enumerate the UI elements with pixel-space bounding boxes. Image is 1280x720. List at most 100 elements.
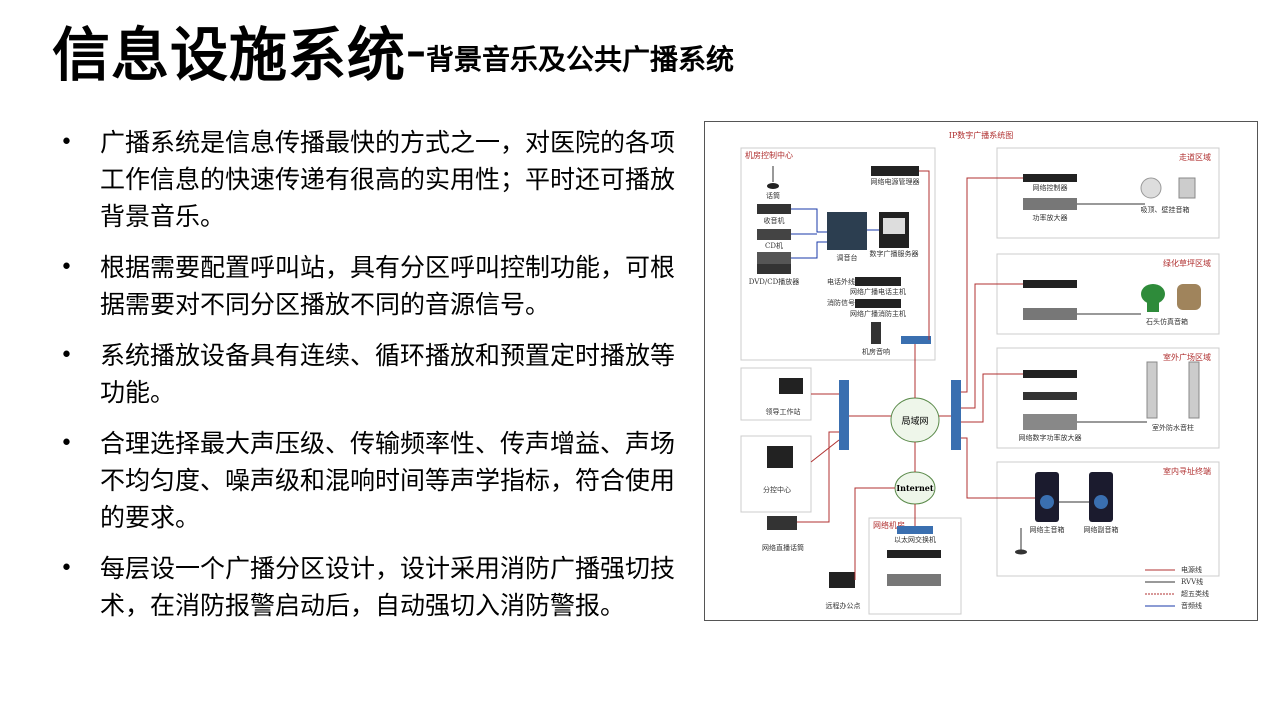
bullet-text: 根据需要配置呼叫站，具有分区呼叫控制功能，可根据需要对不同分区播放不同的音源信号… — [100, 253, 676, 319]
ip-broadcast-diagram: IP数字广播系统图 机房控制中心 话筒 收音机 CD机 卡座 DVD/CD播放器… — [704, 121, 1258, 621]
wire-power — [919, 170, 930, 340]
bullet-item: • 每层设一个广播分区设计，设计采用消防广播强切技术，在消防报警启动后，自动强切入… — [58, 550, 698, 624]
server-screen — [883, 218, 905, 234]
bullet-item: • 根据需要配置呼叫站，具有分区呼叫控制功能，可根据需要对不同分区播放不同的音源信… — [58, 249, 698, 323]
column-speaker-icon — [1146, 361, 1158, 419]
page-mic-icon — [767, 516, 797, 530]
left-switch-icon — [839, 380, 849, 450]
mixer-icon — [827, 212, 867, 250]
lbl-amp1: 功率放大器 — [1033, 213, 1068, 222]
zone-remote-label: 网络机房 — [873, 520, 905, 530]
title-dash: – — [406, 29, 427, 75]
zone-corridor-label: 走道区域 — [1179, 152, 1211, 162]
bullet-dot-icon: • — [60, 130, 73, 155]
tuner-icon — [757, 204, 791, 214]
bullet-item: •系统播放设备具有连续、循环播放和预置定时播放等功能。 — [58, 337, 698, 411]
wire-cat5 — [854, 487, 895, 580]
lbl-sub-center: 分控中心 — [763, 485, 791, 494]
legend-label: RVV线 — [1181, 577, 1203, 586]
lbl-column: 室外防水音柱 — [1152, 423, 1194, 432]
slide-title: 信息设施系统–背景音乐及公共广播系统 — [52, 8, 734, 92]
indoor-mic-icon — [1015, 549, 1027, 555]
amp4-icon — [887, 574, 941, 586]
bullet-item: • 广播系统是信息传播最快的方式之一，对医院的各项工作信息的快速传递有很高的实用性… — [58, 124, 698, 235]
lbl-dvd: DVD/CD播放器 — [749, 277, 799, 286]
mushroom-speaker-icon — [1141, 284, 1165, 304]
ctrl3-icon — [1023, 370, 1077, 378]
column-speaker-icon — [1188, 361, 1200, 419]
diagram-canvas: IP数字广播系统图 机房控制中心 话筒 收音机 CD机 卡座 DVD/CD播放器… — [740, 130, 1220, 615]
amp2-icon — [1023, 308, 1077, 320]
sub-center-box — [740, 435, 812, 513]
bullet-list: • 广播系统是信息传播最快的方式之一，对医院的各项工作信息的快速传递有很高的实用性… — [58, 124, 698, 638]
ctrl4-icon — [887, 550, 941, 558]
zone-control-label: 机房控制中心 — [745, 150, 793, 160]
zone-corridor-box — [996, 147, 1220, 239]
lbl-amp-big: 网络数字功率放大器 — [1019, 433, 1082, 442]
fire-host-icon — [855, 299, 901, 308]
right-switch-icon — [951, 380, 961, 450]
ceiling-speaker-icon — [1140, 177, 1162, 199]
stone-speaker-icon — [1177, 284, 1201, 310]
wire-legend: 电源线 RVV线 超五类线 音频线 — [1145, 565, 1209, 610]
mic-icon — [767, 183, 779, 189]
wire-cat5 — [961, 373, 1023, 423]
bullet-text: 系统播放设备具有连续、循环播放和预置定时播放等功能。 — [100, 341, 676, 407]
power-manager-icon — [871, 166, 919, 176]
remote-laptop-icon — [829, 572, 855, 588]
dvd-icon — [757, 264, 791, 274]
lbl-pc: 机房音响 — [862, 347, 890, 356]
zone-outdoor-box — [996, 347, 1220, 449]
big-amp-icon — [1023, 414, 1077, 430]
legend-label: 电源线 — [1181, 565, 1202, 574]
zone-control-box — [740, 147, 936, 361]
bullet-item: • 合理选择最大声压级、传输频率性、传声增益、声场不均匀度、噪声级和混响时间等声学… — [58, 425, 698, 536]
lbl-mixer: 调音台 — [837, 253, 858, 262]
legend-label: 超五类线 — [1181, 589, 1209, 598]
bullet-dot-icon: • — [60, 255, 73, 280]
wire-audio — [791, 241, 827, 259]
phone-host-icon — [855, 277, 901, 286]
lbl-spk1: 吸顶、壁挂音箱 — [1141, 205, 1190, 214]
lbl-guide: 领导工作站 — [766, 407, 801, 416]
title-subtitle: 背景音乐及公共广播系统 — [426, 43, 735, 76]
ctrl1-icon — [1023, 174, 1077, 182]
lbl-fire-host: 网络广播消防主机 — [850, 309, 906, 318]
wire-cat5 — [810, 439, 840, 463]
lbl-remote-office: 远程办公点 — [826, 601, 861, 610]
tape-icon — [757, 252, 791, 264]
lbl-server: 数字广播服务器 — [870, 249, 919, 258]
wire-cat5 — [961, 283, 1023, 409]
title-main: 信息设施系统 — [52, 21, 407, 89]
lbl-term-sub: 网络副音箱 — [1084, 525, 1119, 534]
bullet-text: 广播系统是信息传播最快的方式之一，对医院的各项工作信息的快速传递有很高的实用性；… — [100, 128, 676, 231]
legend-label: 音频线 — [1181, 601, 1202, 610]
lbl-lan: 局域网 — [901, 415, 928, 427]
bullet-dot-icon: • — [60, 431, 73, 456]
lbl-tuner: 收音机 — [764, 216, 785, 225]
lbl-internet: Internet — [896, 483, 933, 493]
wall-speaker-icon — [1178, 177, 1196, 199]
desktop-icon — [767, 446, 793, 468]
cd-icon — [757, 229, 791, 240]
laptop-icon — [779, 378, 803, 394]
bullet-text: 合理选择最大声压级、传输频率性、传声增益、声场不均匀度、噪声级和混响时间等声学指… — [100, 429, 676, 532]
preamp-icon — [1023, 392, 1077, 400]
lbl-power-mgr: 网络电源管理器 — [871, 177, 920, 186]
ctrl2-icon — [1023, 280, 1077, 288]
wire-audio — [791, 208, 827, 233]
control-switch-icon — [901, 336, 931, 344]
lbl-phone-host: 网络广播电话主机 — [850, 287, 906, 296]
control-pc-icon — [871, 322, 881, 344]
lbl-term-main: 网络主音箱 — [1030, 525, 1065, 534]
bullet-dot-icon: • — [60, 556, 73, 581]
wire-cat5 — [961, 177, 1023, 393]
zone-indoor-box — [996, 461, 1220, 577]
ethernet-switch-icon — [897, 526, 933, 534]
lbl-stone: 石头仿真音箱 — [1146, 317, 1188, 326]
bullet-text: 每层设一个广播分区设计，设计采用消防广播强切技术，在消防报警启动后，自动强切入消… — [100, 554, 676, 620]
zone-lawn-box — [996, 253, 1220, 335]
lbl-phone: 电话外线 — [827, 277, 855, 286]
lbl-fire: 消防信号 — [827, 298, 855, 307]
wire-cat5 — [961, 437, 1035, 499]
